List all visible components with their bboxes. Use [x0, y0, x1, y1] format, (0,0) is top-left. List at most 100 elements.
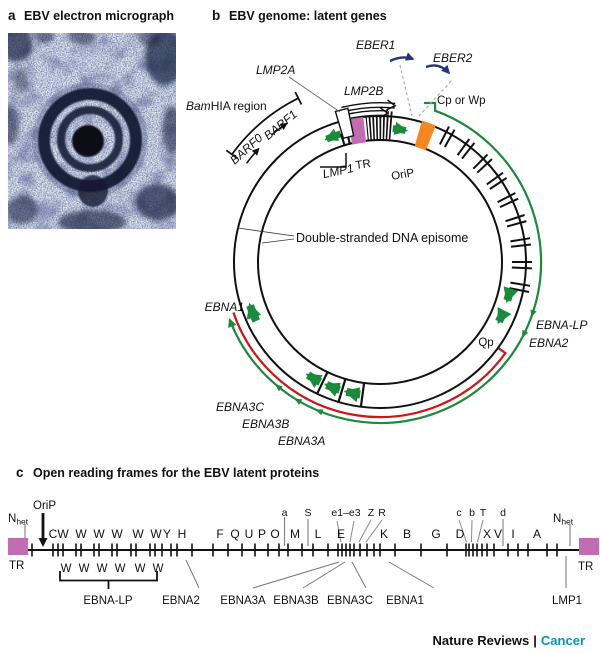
- w-repeat-letter: W: [79, 563, 90, 575]
- bamhi-fragment-letter: H: [178, 527, 187, 541]
- w-repeat-tick: [497, 192, 516, 203]
- w-repeat-tick: [511, 266, 532, 270]
- bamhi-fragment-letter: W: [150, 527, 162, 541]
- small-fragment-letter: c: [456, 507, 461, 519]
- orf-boundary-bar: [316, 371, 329, 395]
- w-repeat-tick: [510, 237, 531, 243]
- ebna3c-orf-arrow: [305, 371, 323, 389]
- lmp1-connector: [320, 153, 347, 168]
- n-het-left-label: Nhet: [8, 513, 29, 527]
- bamhi-fragment-letter: Q: [230, 527, 239, 541]
- orf-boundary-bar: [359, 382, 366, 407]
- protein-connector-line: [388, 561, 435, 589]
- w-repeat-tick: [439, 126, 450, 145]
- cp-wp-label: Cp or Wp: [437, 95, 486, 107]
- bamhi-fragment-letter: W: [75, 527, 87, 541]
- w-repeat-ticks: [439, 126, 532, 293]
- protein-connector-line: [185, 559, 200, 589]
- small-fragment-letter: d: [500, 507, 506, 519]
- w-repeat-tick: [461, 142, 476, 160]
- ebna1-label: EBNA1: [205, 300, 244, 314]
- small-fragment-letter: e1–e3: [331, 507, 360, 519]
- small-fragment-letter: b: [469, 507, 475, 519]
- bamhi-fragment-letter: W: [93, 527, 105, 541]
- lmp2a-start-arrow: [392, 121, 409, 135]
- cp-wp-transcript-arc: [228, 101, 543, 425]
- small-fragment-connector: [458, 519, 467, 543]
- w-repeat-letter: W: [153, 563, 164, 575]
- w-repeat-tick: [510, 243, 532, 248]
- protein-connector-line: [351, 561, 367, 589]
- ebna-lp-label: EBNA-LP: [536, 318, 587, 332]
- tr-left-label: TR: [9, 560, 24, 572]
- arc-arrowhead: [530, 309, 537, 318]
- barf1-arrow: [270, 122, 288, 136]
- small-fragment-connector: [336, 520, 342, 543]
- protein-label-ebna1: EBNA1: [386, 595, 424, 607]
- ebna2-label: EBNA2: [529, 336, 569, 350]
- genome-feature-blocks: [346, 111, 436, 151]
- bamhi-fragment-letter: D: [456, 527, 465, 541]
- episome-inner-circle: [257, 139, 503, 385]
- orip-label: OriP: [390, 167, 415, 183]
- n-het-right-label: Nhet: [553, 513, 574, 527]
- w-repeat-tick: [456, 138, 471, 156]
- lmp1-label: LMP1: [321, 161, 355, 181]
- gene-arrows: [246, 121, 519, 407]
- small-fragment-letter: R: [378, 507, 386, 519]
- orip-block: [414, 120, 436, 151]
- bamhi-fragment-letter: L: [315, 527, 322, 541]
- bamhi-fragment-letter: P: [258, 527, 266, 541]
- ebna3b-label: EBNA3B: [242, 417, 289, 431]
- w-repeat-tick: [476, 158, 493, 174]
- small-fragment-letter: a: [282, 507, 288, 519]
- ebna3b-orf-arrow: [323, 381, 341, 397]
- tr-block-left: [8, 538, 28, 555]
- lmp1-orf-arrow: [324, 128, 342, 143]
- ebna3c-label: EBNA3C: [216, 400, 264, 414]
- transcript-arcs: [228, 101, 543, 425]
- eber1-label: EBER1: [356, 38, 395, 52]
- ebna2-orf-arrow: [495, 307, 512, 325]
- bamhi-fragment-letter: B: [403, 527, 411, 541]
- arc-arrowhead: [522, 329, 529, 339]
- lmp2a-pointer-line: [288, 76, 341, 113]
- journal-footer: Nature Reviews|Cancer: [432, 633, 585, 648]
- small-fragment-letter: Z: [368, 507, 375, 519]
- internal-repeat-hatch: [365, 111, 393, 142]
- bamhi-fragment-letter: A: [533, 527, 541, 541]
- eber2-arrow: [425, 64, 451, 75]
- protein-label-ebna3a: EBNA3A: [220, 595, 266, 607]
- orf-boundary-bar: [337, 378, 347, 403]
- w-repeat-letter: W: [61, 563, 72, 575]
- episome-pointer-line: [261, 238, 295, 244]
- ebna3a-orf-arrow: [343, 387, 361, 403]
- tr-block-right: [579, 538, 599, 555]
- barf0-arrow: [245, 147, 260, 164]
- orf-boundary-bar: [339, 133, 346, 147]
- w-repeat-tick: [443, 129, 456, 148]
- bamhi-fragment-letter: E: [337, 527, 345, 541]
- bamhi-fragment-letter: W: [57, 527, 69, 541]
- small-fragment-connector: [477, 519, 484, 543]
- small-fragment-connector: [471, 519, 473, 543]
- orf-map-lines: [24, 513, 581, 589]
- ebna-lp-bracket: [59, 571, 158, 589]
- small-fragment-letter: T: [480, 507, 487, 519]
- bamhia-range-end-bar: [225, 149, 239, 160]
- protein-connector-line: [302, 561, 346, 589]
- micrograph-dark-patches: [8, 33, 176, 229]
- bamhi-fragment-letter: W: [132, 527, 144, 541]
- episome-label: Double-stranded DNA episome: [296, 231, 468, 245]
- bamhi-fragment-letter: O: [270, 527, 279, 541]
- ebna-lp-orf-arrow: [503, 286, 519, 304]
- journal-name: Cancer: [541, 633, 585, 648]
- protein-label-ebna2: EBNA2: [162, 595, 200, 607]
